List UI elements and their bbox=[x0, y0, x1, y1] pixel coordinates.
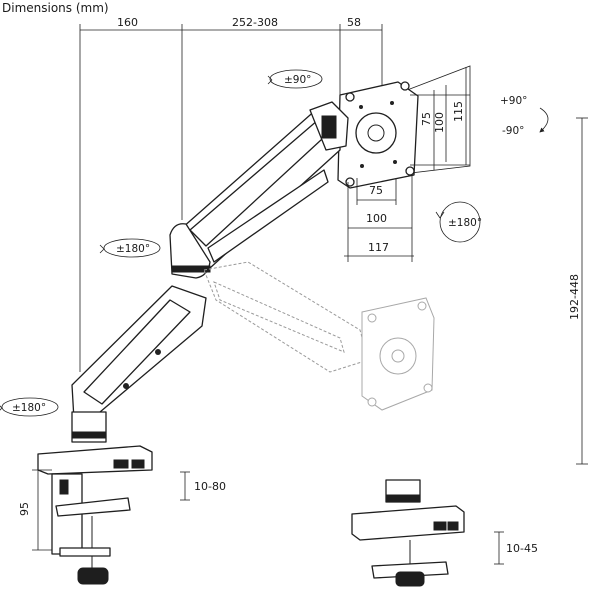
vesa-h-117-label: 117 bbox=[368, 241, 389, 254]
tilt-down-label: -90° bbox=[502, 125, 524, 137]
rotation-vesa-label: ±180° bbox=[448, 217, 482, 229]
tilt-up-label: +90° bbox=[500, 95, 527, 107]
rotation-mid-joint-label: ±180° bbox=[116, 243, 150, 255]
vesa-v-115-label: 115 bbox=[452, 101, 465, 122]
diagram-title: Dimensions (mm) bbox=[2, 1, 109, 15]
dim-label-252-308: 252-308 bbox=[232, 16, 278, 29]
top-dimension-lines bbox=[79, 24, 383, 372]
clamp-dimension-lines bbox=[32, 469, 190, 551]
grommet-mount bbox=[351, 479, 465, 587]
vesa-h-100-label: 100 bbox=[366, 212, 387, 225]
dim-label-58: 58 bbox=[347, 16, 361, 29]
lower-arm bbox=[71, 285, 207, 443]
arm-lowered-ghost bbox=[203, 261, 435, 411]
clamp-thickness-label: 10-80 bbox=[194, 480, 226, 493]
rotation-circle-icon bbox=[435, 201, 481, 243]
grommet-dimension-lines bbox=[494, 531, 504, 565]
height-range-label: 192-448 bbox=[568, 274, 581, 320]
dim-label-160: 160 bbox=[117, 16, 138, 29]
rotation-top-arm-label: ±90° bbox=[284, 74, 311, 86]
vesa-v-100-label: 100 bbox=[433, 112, 446, 133]
rotation-arrow-icon bbox=[99, 238, 161, 258]
vesa-vertical-dimension-lines bbox=[410, 67, 470, 170]
vesa-v-75-label: 75 bbox=[420, 112, 433, 126]
rotation-base-joint-label: ±180° bbox=[12, 402, 46, 414]
vesa-horizontal-dimension-lines bbox=[344, 176, 414, 262]
tilt-arrow-icon bbox=[539, 107, 549, 133]
grommet-thickness-label: 10-45 bbox=[506, 542, 538, 555]
desk-clamp bbox=[37, 445, 153, 585]
upper-arm bbox=[169, 101, 349, 279]
height-range-line bbox=[576, 117, 588, 465]
vesa-plate bbox=[337, 65, 471, 189]
rotation-arrow-icon bbox=[0, 397, 59, 417]
rotation-arrow-icon bbox=[267, 69, 323, 89]
clamp-height-label: 95 bbox=[18, 502, 31, 516]
vesa-h-75-label: 75 bbox=[369, 184, 383, 197]
